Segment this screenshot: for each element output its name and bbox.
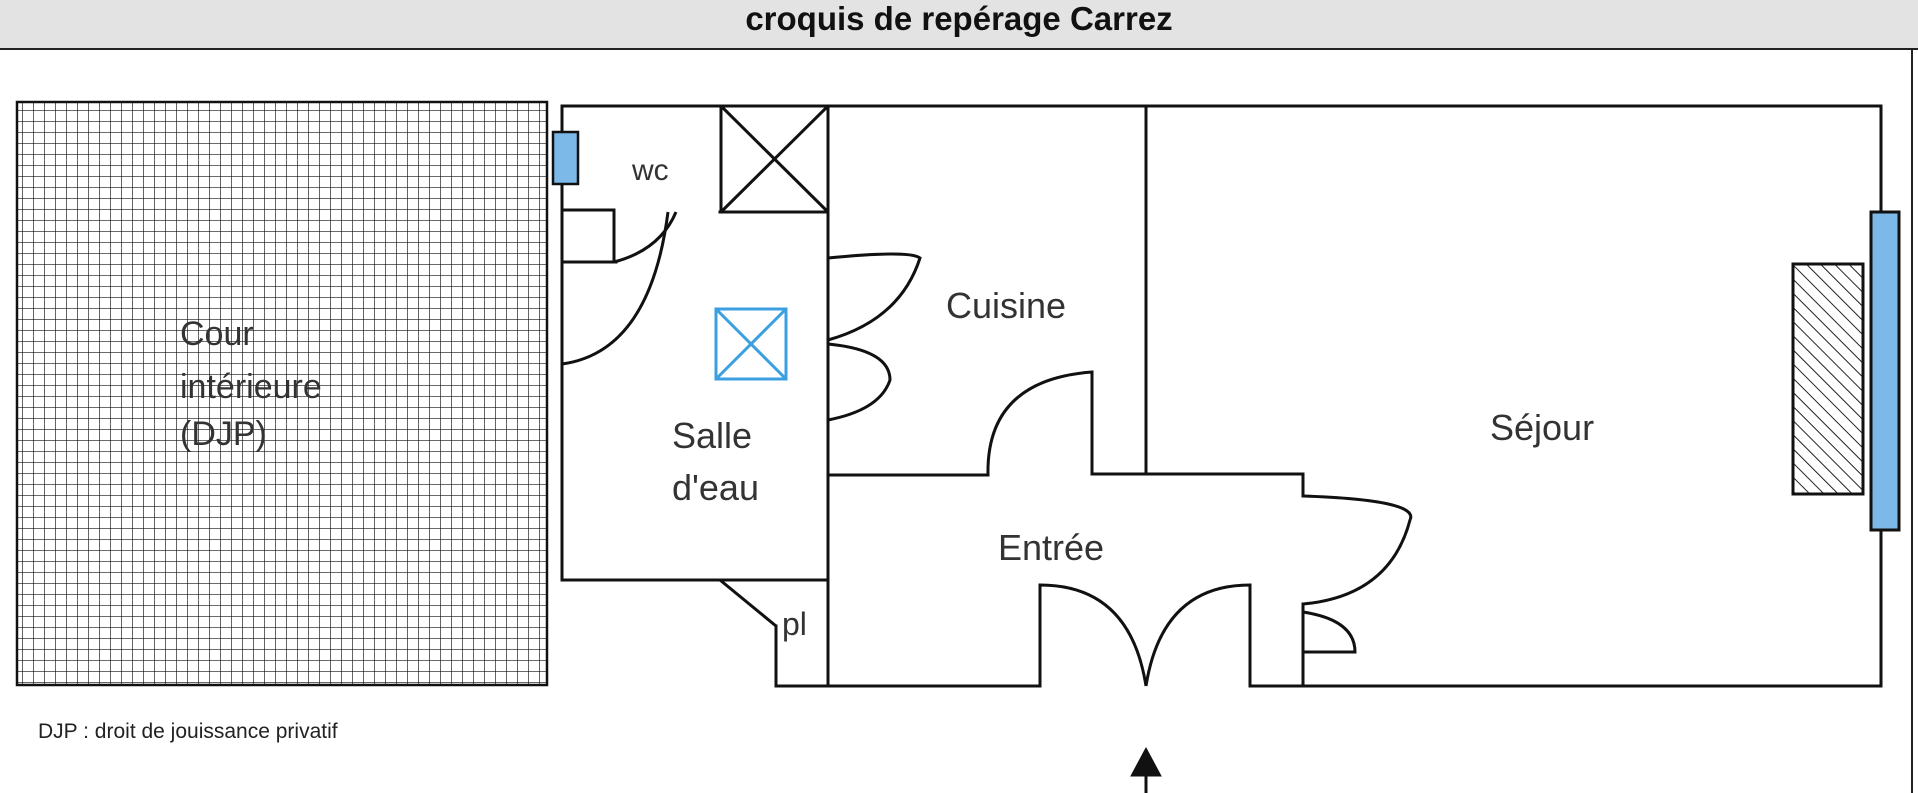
frame-border	[1911, 50, 1913, 793]
courtyard-label-3: (DJP)	[180, 415, 267, 453]
walls	[560, 104, 1883, 688]
entrance-label: Entrée	[998, 527, 1104, 568]
wc-label: wc	[631, 154, 669, 187]
header-bar: croquis de repérage Carrez	[0, 0, 1918, 50]
door-swings	[561, 211, 1413, 687]
courtyard-label-1: Cour	[180, 315, 254, 353]
bathroom-label-2: d'eau	[672, 467, 759, 508]
toilet-icon	[551, 130, 580, 186]
living-room-label: Séjour	[1490, 407, 1594, 448]
courtyard-label-2: intérieure	[180, 368, 322, 406]
window-icon	[1869, 210, 1901, 532]
courtyard-area	[15, 100, 549, 687]
page-title: croquis de repérage Carrez	[745, 0, 1173, 37]
ventilation-icon	[714, 307, 788, 381]
closet-label: pl	[782, 606, 807, 642]
shaft-x-icon	[719, 104, 830, 214]
fireplace-icon	[1791, 262, 1865, 496]
kitchen-label: Cuisine	[946, 285, 1066, 326]
entrance-arrow-icon	[1130, 746, 1162, 793]
legend-text: DJP : droit de jouissance privatif	[38, 720, 338, 743]
bathroom-label-1: Salle	[672, 415, 752, 456]
